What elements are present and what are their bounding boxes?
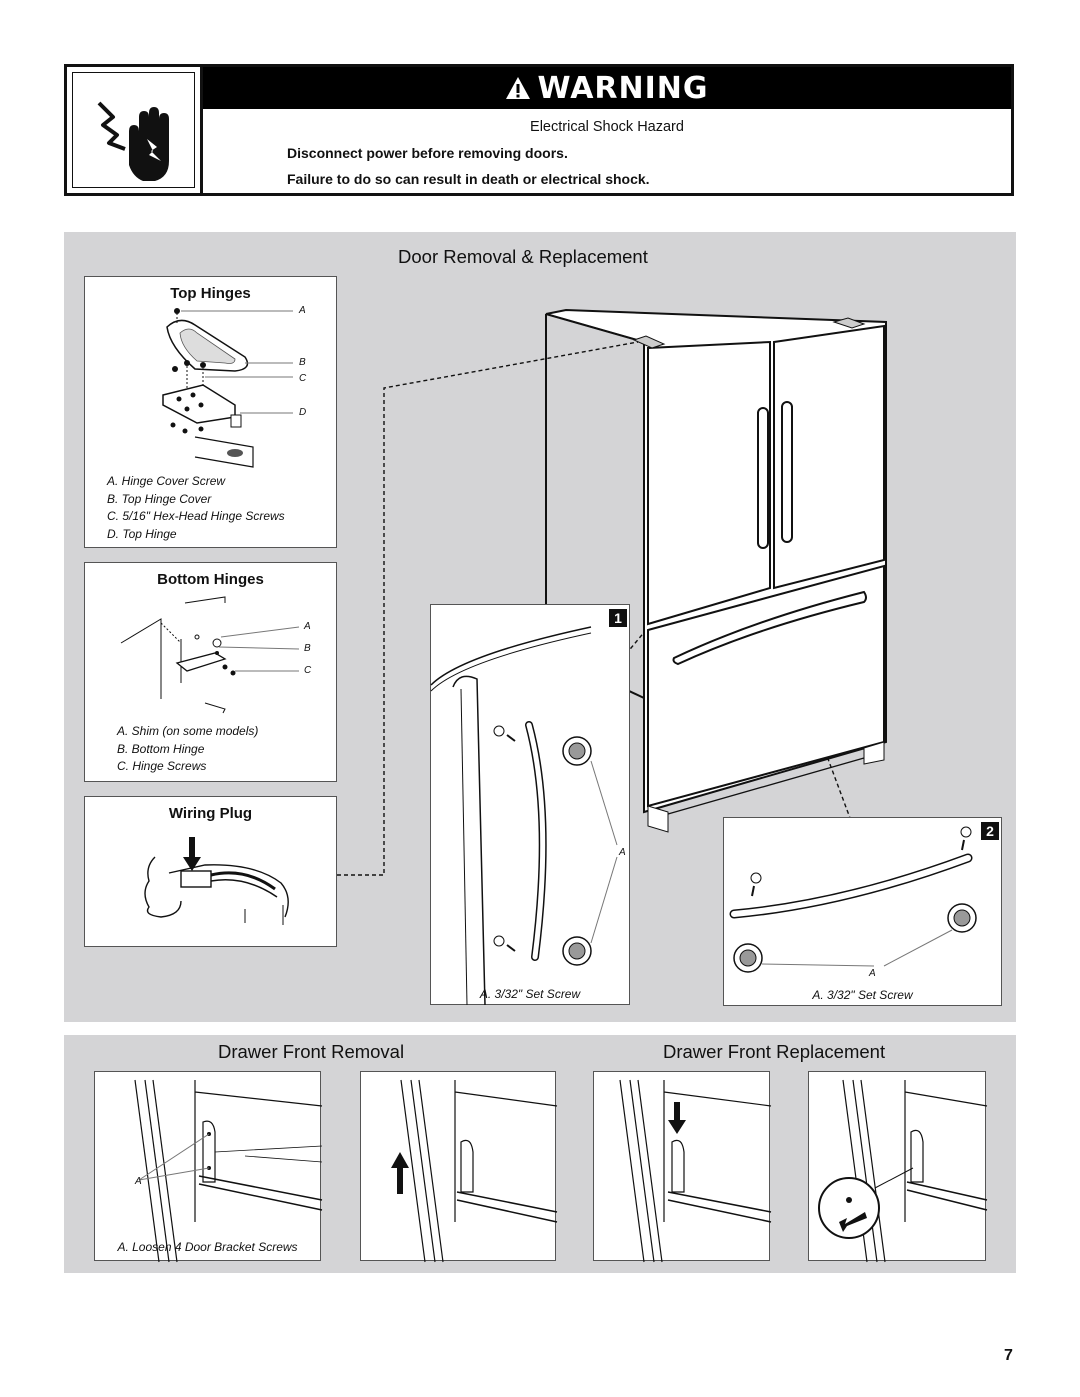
drawer-removal-step-1: A A. Loosen 4 Door Bracket Screws xyxy=(94,1071,323,1263)
top-hinge-callout-a: A xyxy=(299,305,306,316)
top-hinge-illustration xyxy=(162,308,293,468)
detail2-caption: A. 3/32" Set Screw xyxy=(812,988,913,1002)
detail2-callout-a: A xyxy=(869,968,876,979)
hazard-icon-cell xyxy=(67,67,203,193)
bottom-hinges-legend-c: C. Hinge Screws xyxy=(117,759,207,773)
drawer-replacement-step-2 xyxy=(808,1071,988,1263)
top-hinges-legend-a: A. Hinge Cover Screw xyxy=(107,474,226,488)
warning-line-2: Failure to do so can result in death or … xyxy=(287,171,650,187)
arrow-down-icon xyxy=(668,1102,686,1134)
drawer-callout-a: A xyxy=(135,1176,142,1187)
bottom-hinge-callout-a: A xyxy=(304,621,311,632)
top-hinge-callout-b: B xyxy=(299,357,306,368)
bottom-hinges-title: Bottom Hinges xyxy=(157,571,264,588)
bottom-hinges-legend: A. Shim (on some models) B. Bottom Hinge… xyxy=(117,723,258,776)
detail1-callout-a: A xyxy=(619,847,626,858)
drawer-bracket-illustration-2 xyxy=(391,1079,558,1263)
top-hinges-title: Top Hinges xyxy=(170,285,251,302)
door-handle-detail-illustration xyxy=(430,626,618,1006)
door-section-title: Door Removal & Replacement xyxy=(398,246,648,267)
wiring-plug-illustration xyxy=(144,837,289,925)
drawer-front-panel: Drawer Front Removal Drawer Front Replac… xyxy=(64,1035,1016,1273)
wiring-plug-title: Wiring Plug xyxy=(168,805,253,822)
bottom-hinges-legend-b: B. Bottom Hinge xyxy=(117,741,205,756)
top-hinges-legend-c: C. 5/16" Hex-Head Hinge Screws xyxy=(107,509,285,523)
top-hinges-legend: A. Hinge Cover Screw B. Top Hinge Cover … xyxy=(107,473,285,543)
door-removal-panel: Door Removal & Replacement Top Hinges xyxy=(64,232,1016,1022)
hazard-type: Electrical Shock Hazard xyxy=(530,119,684,135)
refrigerator-illustration xyxy=(545,308,887,833)
handle-detail-1-box: 1 A A. 3/32" Set Screw xyxy=(430,604,630,1006)
warning-line-1: Disconnect power before removing doors. xyxy=(287,145,568,161)
drawer-handle-detail-2-box: 2 A A. 3/32" Set Screw xyxy=(723,817,1002,1006)
top-hinges-legend-d: D. Top Hinge xyxy=(107,526,177,541)
bottom-hinges-box: Bottom Hinges A B C A. Shim (on some mod… xyxy=(84,562,337,782)
top-hinge-callout-d: D xyxy=(299,407,307,418)
drawer-handle-detail-illustration xyxy=(729,826,977,973)
drawer-replacement-title: Drawer Front Replacement xyxy=(663,1041,886,1062)
drawer-bracket-illustration-1 xyxy=(134,1079,323,1263)
detail1-caption: A. 3/32" Set Screw xyxy=(479,987,581,1001)
arrow-down-left-icon xyxy=(839,1212,867,1232)
step-badge-1: 1 xyxy=(609,609,627,627)
arrow-down-icon xyxy=(183,837,201,871)
warning-title: WARNING xyxy=(537,70,709,106)
warning-box: WARNING Electrical Shock Hazard Disconne… xyxy=(64,64,1014,196)
electrical-shock-hand-icon xyxy=(72,72,195,188)
top-hinges-box: Top Hinges A B C D xyxy=(84,276,337,548)
top-hinge-callout-c: C xyxy=(299,373,307,384)
drawer-bracket-illustration-4 xyxy=(818,1079,988,1263)
wiring-plug-box: Wiring Plug xyxy=(84,796,337,947)
warning-banner: WARNING xyxy=(203,67,1011,109)
drawer-removal-title: Drawer Front Removal xyxy=(218,1041,405,1062)
bottom-hinges-legend-a: A. Shim (on some models) xyxy=(117,724,259,738)
drawer-removal-caption: A. Loosen 4 Door Bracket Screws xyxy=(117,1240,298,1254)
page-number: 7 xyxy=(1004,1347,1013,1364)
drawer-removal-step-2 xyxy=(360,1071,558,1263)
warning-triangle-icon xyxy=(506,77,531,99)
drawer-replacement-step-1 xyxy=(593,1071,772,1263)
bottom-hinge-illustration xyxy=(120,596,300,714)
top-hinges-legend-b: B. Top Hinge Cover xyxy=(107,491,212,506)
arrow-up-icon xyxy=(391,1152,409,1194)
step-badge-2: 2 xyxy=(981,822,999,840)
bottom-hinge-callout-c: C xyxy=(304,665,312,676)
bottom-hinge-callout-b: B xyxy=(304,643,311,654)
drawer-bracket-illustration-3 xyxy=(619,1079,772,1263)
